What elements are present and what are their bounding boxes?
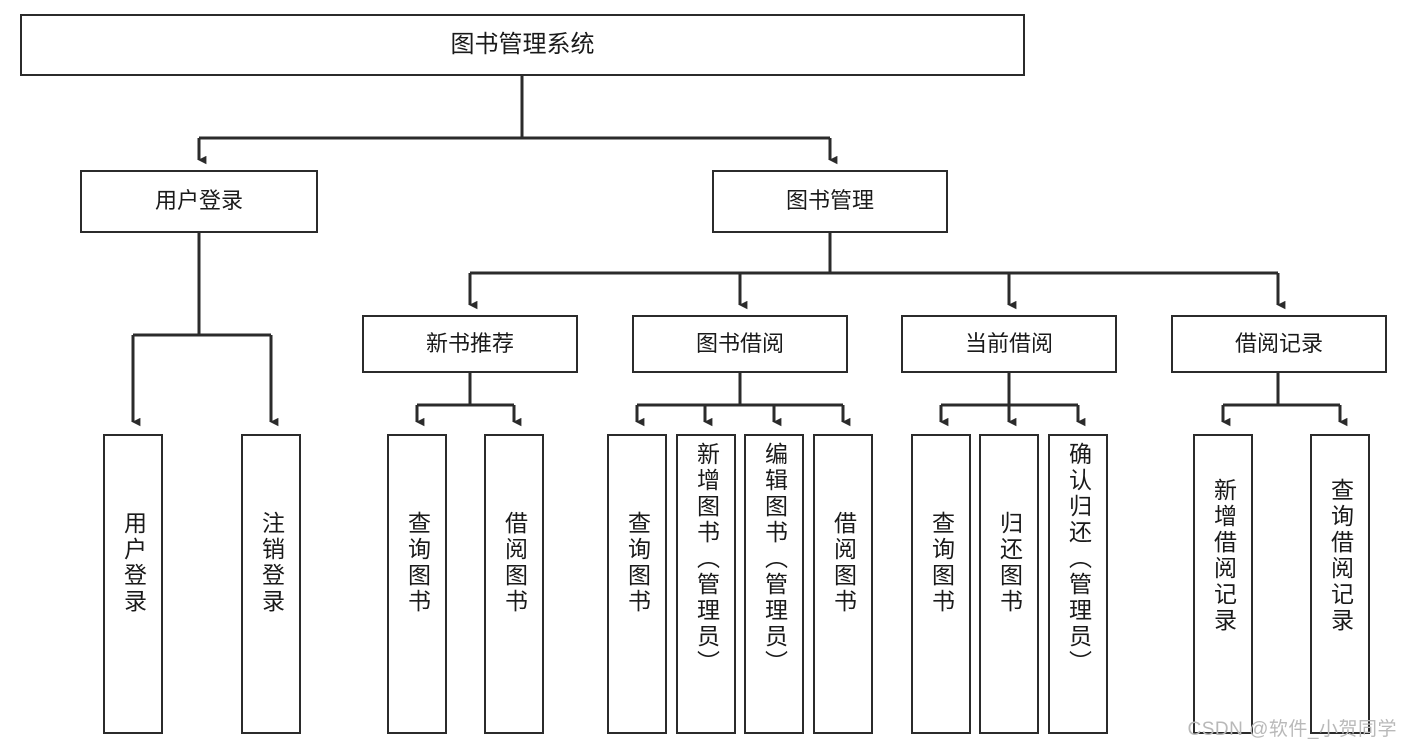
node-leaf-query-record[interactable]: 查询借阅记录 (1310, 434, 1370, 734)
node-root[interactable]: 图书管理系统 (20, 14, 1025, 76)
node-leaf-logout-label: 注销登录 (258, 511, 285, 615)
node-book-management-label: 图书管理 (785, 188, 874, 214)
node-leaf-query-book-1[interactable]: 查询图书 (387, 434, 447, 734)
node-leaf-confirm-return[interactable]: 确认归还（管理员） (1048, 434, 1108, 734)
node-new-book-recommend-label: 新书推荐 (425, 330, 514, 356)
node-leaf-borrow-book-2[interactable]: 借阅图书 (813, 434, 873, 734)
node-borrow-record[interactable]: 借阅记录 (1171, 315, 1387, 373)
node-leaf-borrow-book-1-label: 借阅图书 (501, 511, 528, 615)
node-leaf-query-book-2[interactable]: 查询图书 (607, 434, 667, 734)
node-leaf-user-login[interactable]: 用户登录 (103, 434, 163, 734)
node-leaf-add-book-label: 新增图书（管理员） (693, 442, 720, 676)
node-leaf-logout[interactable]: 注销登录 (241, 434, 301, 734)
node-book-management[interactable]: 图书管理 (712, 170, 948, 233)
node-leaf-borrow-book-2-label: 借阅图书 (830, 511, 857, 615)
node-leaf-query-book-3-label: 查询图书 (928, 511, 955, 615)
node-leaf-edit-book-label: 编辑图书（管理员） (761, 442, 788, 676)
node-new-book-recommend[interactable]: 新书推荐 (362, 315, 578, 373)
node-leaf-add-record[interactable]: 新增借阅记录 (1193, 434, 1253, 734)
node-root-label: 图书管理系统 (450, 30, 595, 58)
node-current-borrow[interactable]: 当前借阅 (901, 315, 1117, 373)
node-leaf-add-book[interactable]: 新增图书（管理员） (676, 434, 736, 734)
node-user-login[interactable]: 用户登录 (80, 170, 318, 233)
node-leaf-return-book[interactable]: 归还图书 (979, 434, 1039, 734)
node-leaf-return-book-label: 归还图书 (996, 511, 1023, 615)
node-leaf-add-record-label: 新增借阅记录 (1210, 478, 1237, 634)
node-book-borrow[interactable]: 图书借阅 (632, 315, 848, 373)
node-leaf-query-record-label: 查询借阅记录 (1327, 478, 1354, 634)
node-leaf-confirm-return-label: 确认归还（管理员） (1065, 442, 1092, 676)
node-leaf-user-login-label: 用户登录 (120, 511, 147, 615)
node-leaf-edit-book[interactable]: 编辑图书（管理员） (744, 434, 804, 734)
node-user-login-label: 用户登录 (154, 188, 243, 214)
node-leaf-query-book-2-label: 查询图书 (624, 511, 651, 615)
node-leaf-query-book-3[interactable]: 查询图书 (911, 434, 971, 734)
node-current-borrow-label: 当前借阅 (964, 330, 1053, 356)
node-book-borrow-label: 图书借阅 (695, 330, 784, 356)
node-leaf-query-book-1-label: 查询图书 (404, 511, 431, 615)
csdn-watermark: CSDN @软件_小贺同学 (1187, 719, 1397, 740)
node-leaf-borrow-book-1[interactable]: 借阅图书 (484, 434, 544, 734)
node-borrow-record-label: 借阅记录 (1234, 330, 1323, 356)
